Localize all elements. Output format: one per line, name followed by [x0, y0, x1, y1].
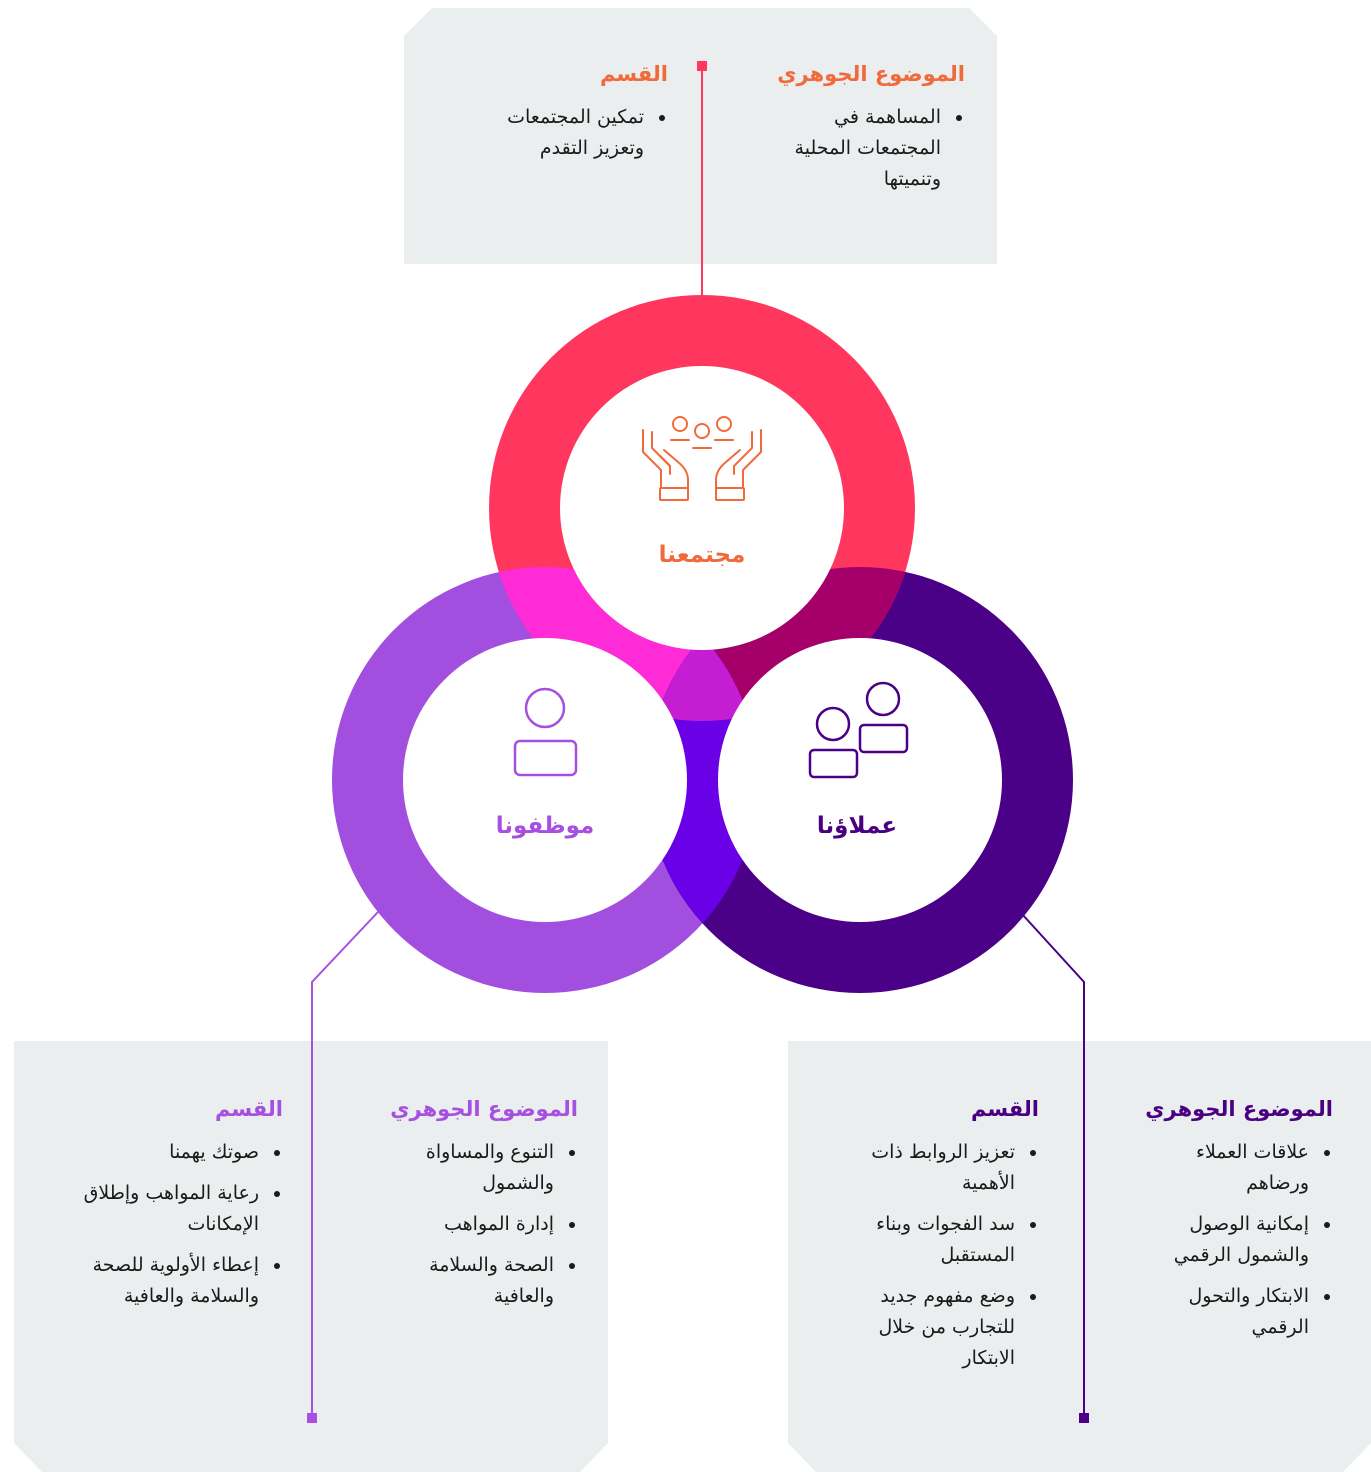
connector-community — [697, 61, 707, 297]
employees-label: موظفونا — [495, 813, 595, 839]
customers-section-column: القسم تعزيز الروابط ذات الأهمية سد الفجو… — [839, 1095, 1039, 1384]
customers-label: عملاؤنا — [816, 813, 898, 839]
employees-section-item: صوتك يهمنا — [43, 1137, 283, 1168]
customers-topic-item: الابتكار والتحول الرقمي — [1133, 1281, 1333, 1343]
employees-section-item: رعاية المواهب وإطلاق الإمكانات — [43, 1178, 283, 1240]
community-topic-item: المساهمة في المجتمعات المحلية وتنميتها — [765, 102, 965, 195]
customers-topic-column: الموضوع الجوهري علاقات العملاء ورضاهم إم… — [1133, 1095, 1333, 1353]
hands-people-icon — [642, 416, 762, 501]
community-topic-column: الموضوع الجوهري المساهمة في المجتمعات ال… — [765, 60, 965, 205]
two-people-icon — [808, 681, 909, 779]
employees-topic-heading: الموضوع الجوهري — [390, 1097, 578, 1121]
employees-topic-item: التنوع والمساواة والشمول — [368, 1137, 578, 1199]
customers-panel — [788, 1041, 1371, 1472]
customers-section-item: سد الفجوات وبناء المستقبل — [839, 1209, 1039, 1271]
customers-topic-heading: الموضوع الجوهري — [1145, 1097, 1333, 1121]
connector-customers — [1021, 913, 1089, 1423]
employees-section-heading: القسم — [214, 1097, 283, 1121]
community-panel — [404, 8, 997, 264]
customers-section-heading: القسم — [970, 1097, 1039, 1121]
employees-section-item: إعطاء الأولوية للصحة والسلامة والعافية — [43, 1250, 283, 1312]
employees-section-column: القسم صوتك يهمنا رعاية المواهب وإطلاق ال… — [43, 1095, 283, 1322]
connector-employees — [307, 911, 379, 1423]
community-topic-heading: الموضوع الجوهري — [777, 62, 965, 86]
employees-topic-item: إدارة المواهب — [368, 1209, 578, 1240]
community-section-item: تمكين المجتمعات وتعزيز التقدم — [468, 102, 668, 164]
community-label: مجتمعنا — [658, 542, 746, 568]
customers-section-item: تعزيز الروابط ذات الأهمية — [839, 1137, 1039, 1199]
customers-section-item: وضع مفهوم جديد للتجارب من خلال الابتكار — [839, 1281, 1039, 1374]
person-icon — [513, 687, 578, 777]
customers-topic-item: إمكانية الوصول والشمول الرقمي — [1133, 1209, 1333, 1271]
employees-topic-item: الصحة والسلامة والعافية — [368, 1250, 578, 1312]
community-section-heading: القسم — [599, 62, 668, 86]
customers-topic-item: علاقات العملاء ورضاهم — [1133, 1137, 1333, 1199]
employees-topic-column: الموضوع الجوهري التنوع والمساواة والشمول… — [368, 1095, 578, 1322]
community-section-column: القسم تمكين المجتمعات وتعزيز التقدم — [468, 60, 668, 174]
